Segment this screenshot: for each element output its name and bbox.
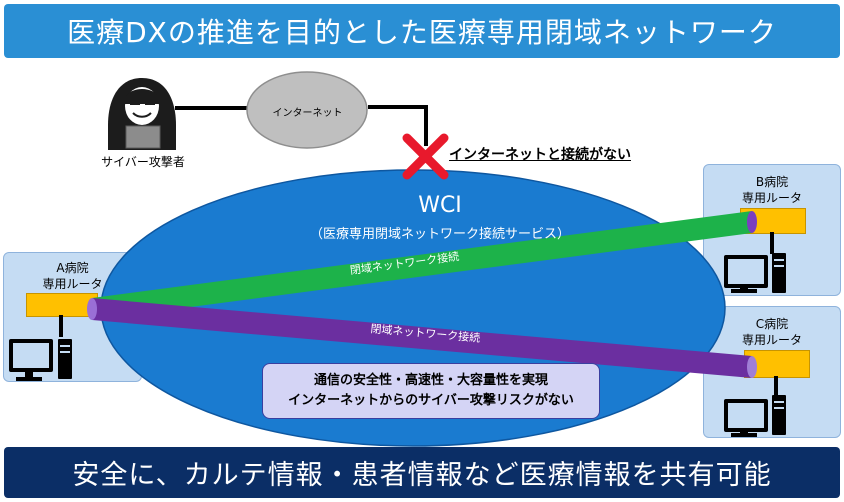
a-link-origin	[87, 298, 97, 320]
benefits-box: 通信の安全性・高速性・大容量性を実現 インターネットからのサイバー攻撃リスクがな…	[262, 363, 600, 419]
no-connection-label: インターネットと接続がない	[449, 147, 631, 163]
page-title: 医療DXの推進を目的とした医療専用閉域ネットワーク	[67, 16, 777, 49]
hospital-a-router-label: 専用ルータ	[42, 277, 103, 291]
internet-to-cloud-line	[368, 105, 428, 146]
hospital-c-router-cable	[774, 376, 778, 398]
purple-link-end	[747, 356, 757, 378]
internet-cloud	[246, 71, 368, 149]
benefit-line-1: 通信の安全性・高速性・大容量性を実現	[313, 373, 548, 388]
footer-banner: 安全に、カルテ情報・患者情報など医療情報を共有可能	[4, 447, 840, 498]
attacker-label: サイバー攻撃者	[101, 155, 185, 169]
hospital-b-router-cable	[770, 232, 774, 254]
title-banner: 医療DXの推進を目的とした医療専用閉域ネットワーク	[4, 4, 840, 58]
hospital-b-router-label: 専用ルータ	[741, 191, 802, 205]
purple-link-tube	[92, 298, 752, 378]
hospital-b-name: B病院	[755, 175, 789, 189]
hacker-icon	[108, 78, 176, 150]
internet-label: インターネット	[272, 108, 343, 119]
wci-title: WCI	[418, 193, 462, 218]
wci-subtitle: （医療専用閉域ネットワーク接続サービス）	[309, 227, 570, 242]
hospital-c-router-label: 専用ルータ	[741, 333, 802, 347]
hospital-a-name: A病院	[56, 261, 89, 275]
hospital-a-router-cable	[59, 315, 63, 337]
green-link-tube	[92, 211, 752, 320]
green-link-end	[747, 211, 757, 233]
blocked-cross-icon	[402, 133, 449, 180]
footer-text: 安全に、カルテ情報・患者情報など医療情報を共有可能	[72, 460, 772, 491]
benefit-line-2: インターネットからのサイバー攻撃リスクがない	[288, 393, 574, 408]
hospital-c-name: C病院	[755, 317, 789, 331]
